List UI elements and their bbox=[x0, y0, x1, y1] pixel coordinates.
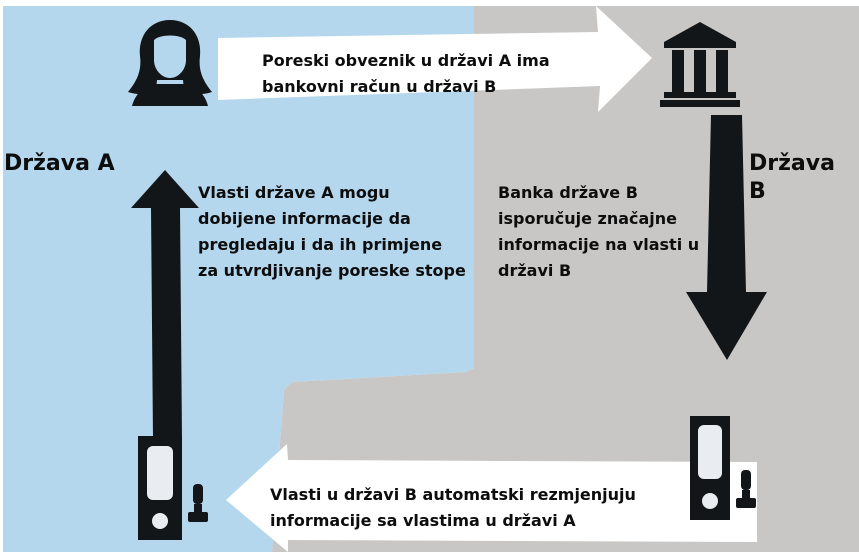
step-top-text: Poreski obveznik u državi A ima bankovni… bbox=[262, 51, 550, 96]
right-arrow bbox=[686, 115, 767, 360]
step-right-text: Banka države B isporučuje značajne infor… bbox=[498, 183, 700, 280]
step-left-text: Vlasti države A mogu dobijene informacij… bbox=[198, 183, 466, 280]
woman-silhouette-icon bbox=[128, 20, 212, 106]
binder-folder-icon bbox=[690, 416, 730, 520]
bottom-arrow bbox=[226, 444, 757, 552]
country-a-label: Država A bbox=[4, 151, 115, 176]
left-arrow bbox=[131, 170, 199, 440]
stamp-icon bbox=[736, 470, 756, 508]
country-a-region bbox=[3, 6, 474, 552]
bank-building-icon bbox=[660, 22, 740, 107]
country-b-label: Država B bbox=[749, 151, 835, 204]
stamp-icon bbox=[188, 484, 208, 522]
binder-folder-icon bbox=[138, 436, 182, 540]
step-bottom-text: Vlasti u državi B automatski rezmjenjuju… bbox=[270, 485, 636, 530]
top-arrow bbox=[218, 6, 652, 112]
